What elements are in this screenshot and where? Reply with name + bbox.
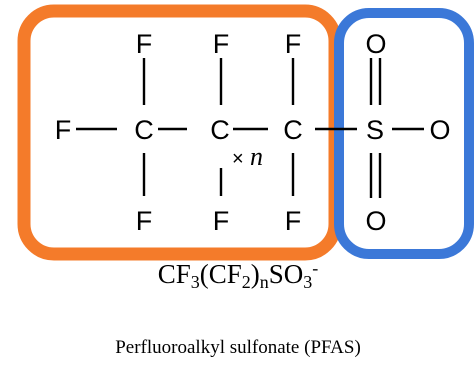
formula-charge: - xyxy=(312,258,319,278)
atom-f-top-3: F xyxy=(285,29,302,59)
formula-part-4: SO xyxy=(268,259,304,289)
atom-f-bottom-3: F xyxy=(285,206,302,236)
repeat-unit-label: × n xyxy=(232,142,263,171)
atom-c-1: C xyxy=(134,115,154,145)
atom-f-top-1: F xyxy=(136,29,153,59)
atom-c-3: C xyxy=(283,115,303,145)
sulfonate-group-box xyxy=(334,8,474,259)
formula-part-3: ) xyxy=(250,259,260,289)
atom-o-top: O xyxy=(365,29,386,59)
atom-o-bottom: O xyxy=(365,206,386,236)
formula-part-1: CF xyxy=(157,259,191,289)
atom-f-top-2: F xyxy=(213,29,230,59)
atom-s: S xyxy=(366,115,384,145)
atom-c-2: C xyxy=(210,115,230,145)
formula-sub-1: 3 xyxy=(190,272,200,292)
atoms: F F F F C C C S O O O F F F xyxy=(55,29,451,236)
atom-f-bottom-1: F xyxy=(136,206,153,236)
formula-sub-4: 3 xyxy=(303,272,313,292)
formula-sub-2: 2 xyxy=(241,272,251,292)
atom-f-bottom-2: F xyxy=(213,206,230,236)
atom-f-left: F xyxy=(55,115,72,145)
diagram-caption: Perfluoroalkyl sulfonate (PFAS) xyxy=(115,337,361,358)
formula-part-2: (CF xyxy=(199,259,242,289)
bonds xyxy=(76,58,424,198)
chemical-formula: CF3(CF2)nSO3- xyxy=(0,258,476,293)
formula-sub-n: n xyxy=(259,272,269,292)
repeat-times-sign: × xyxy=(232,148,244,170)
repeat-n: n xyxy=(250,142,263,171)
atom-o-right: O xyxy=(429,115,450,145)
